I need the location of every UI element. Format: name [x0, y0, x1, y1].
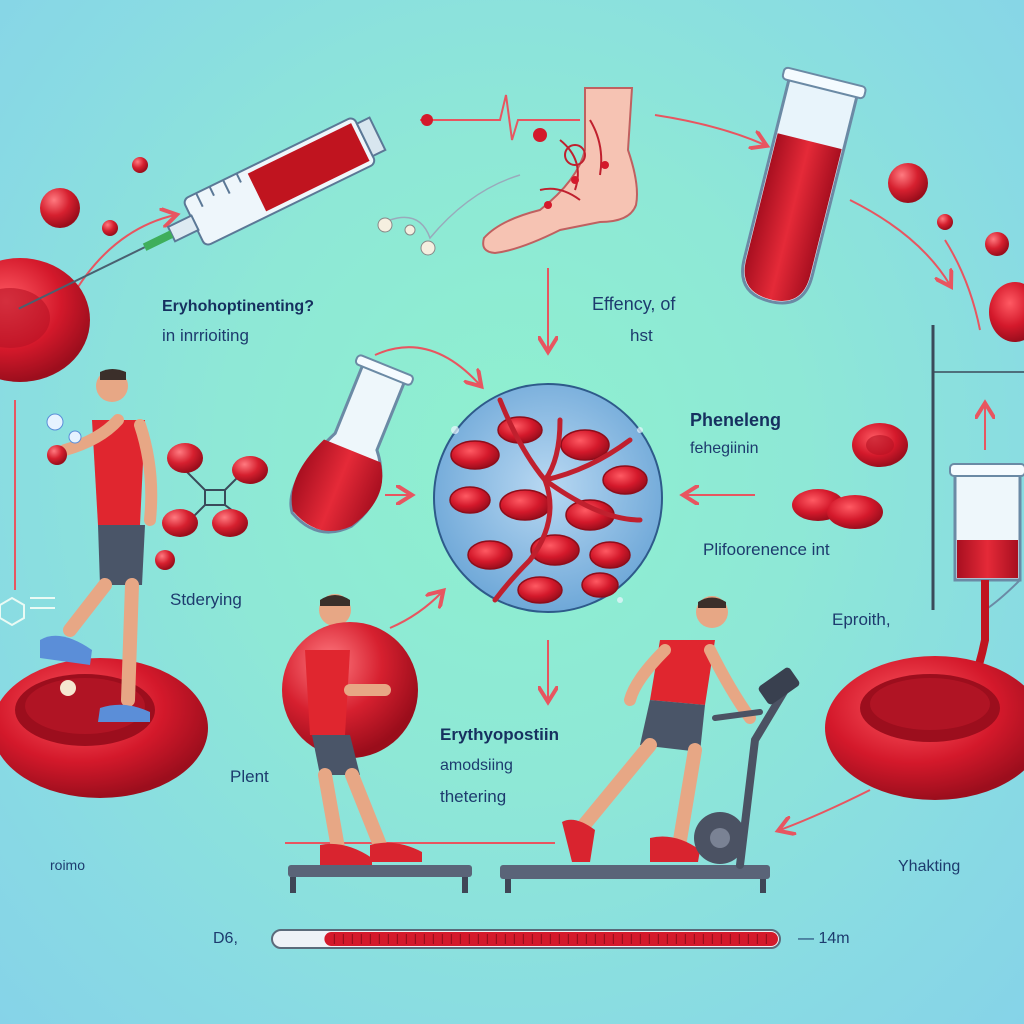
label-center-1: Erythyopostiin	[440, 725, 560, 744]
treadmill-icon	[500, 667, 800, 893]
blood-vessel-circle-icon	[433, 383, 663, 613]
label-right-2: fehegiinin	[690, 440, 759, 457]
progress-fill	[324, 932, 778, 946]
progress-bar	[271, 929, 781, 949]
blood-cell-icon	[989, 282, 1024, 342]
label-bottom-right: Yhakting	[898, 858, 961, 875]
blood-cell-icon	[0, 658, 208, 798]
label-left-mid: Stderying	[170, 590, 242, 609]
iv-stand	[931, 325, 1024, 610]
molecule-icon	[0, 596, 55, 627]
athlete-icon	[40, 369, 158, 722]
label-top-left-2: in inrrioiting	[162, 326, 249, 345]
test-tube-icon	[741, 66, 867, 305]
blood-drops	[40, 114, 1009, 256]
foot-icon	[377, 87, 638, 256]
syringe-icon	[18, 116, 387, 310]
blood-cell-icon	[792, 423, 908, 529]
athlete-icon	[282, 594, 422, 866]
runner-icon	[562, 596, 756, 862]
label-right-1: Pheneleng	[690, 410, 782, 430]
treadmill-icon	[288, 865, 472, 893]
progress-label-left: D6,	[213, 930, 238, 947]
molecule-icon	[155, 443, 268, 570]
label-bottom-left-2: roimo	[50, 857, 86, 873]
test-tube-icon	[289, 354, 414, 534]
label-center-2: amodsiing	[440, 757, 513, 774]
label-right-3: Plifoorenence int	[703, 540, 830, 559]
label-center-3: thetering	[440, 787, 507, 806]
label-top-center-1: Effency, of	[592, 294, 676, 314]
progress-label-right: — 14m	[798, 930, 850, 947]
blood-cell-icon	[825, 656, 1024, 800]
label-top-center-2: hst	[630, 326, 653, 345]
label-bottom-left-1: Plent	[230, 767, 269, 786]
label-right-mid: Eproith,	[832, 610, 891, 629]
label-top-left-1: Eryhohoptinenting?	[162, 298, 314, 315]
blood-cell-icon	[0, 258, 90, 382]
